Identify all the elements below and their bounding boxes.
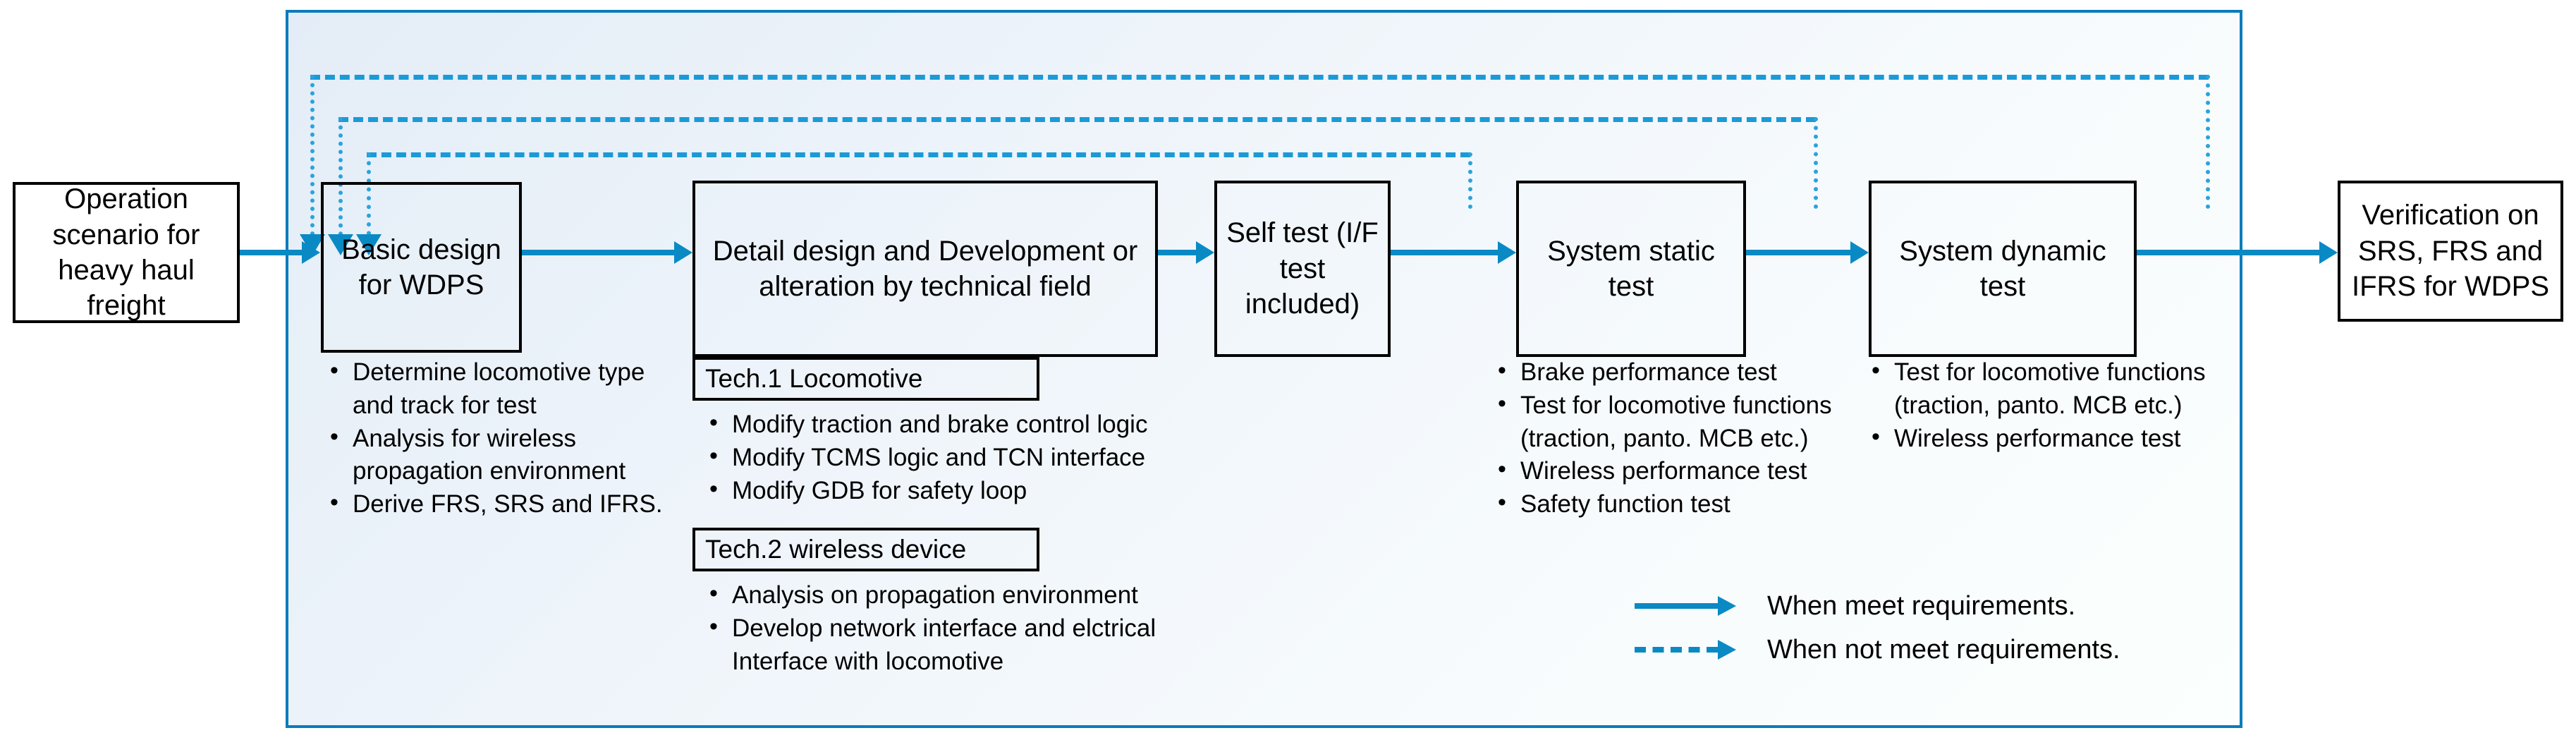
bullet-item: (traction, panto. MCB etc.): [1520, 424, 1809, 452]
process-box-system-static-test[interactable]: System static test: [1516, 181, 1746, 357]
feedback-line-static-riser: [1814, 117, 1818, 209]
feedback-line-selftest-riser: [1468, 152, 1472, 209]
bullet-list-tech1-locomotive: Modify traction and brake control logicM…: [705, 408, 1171, 508]
feedback-line-dynamic-riser: [2206, 75, 2210, 209]
bullet-item: (traction, panto. MCB etc.): [1894, 391, 2183, 419]
bullet-item: Modify TCMS logic and TCN interface: [705, 441, 1171, 474]
flow-arrow-basic-to-detail-line: [522, 250, 674, 255]
process-box-self-test-label: Self test (I/F test included): [1226, 217, 1379, 320]
feedback-line-static-drop: [338, 117, 343, 244]
feedback-arrowhead-static: [328, 234, 353, 255]
feedback-arrowhead-selftest: [356, 234, 381, 255]
process-box-verification-label: Verification on SRS, FRS and IFRS for WD…: [2351, 200, 2550, 303]
process-box-basic-design[interactable]: Basic design for WDPS: [321, 182, 522, 353]
feedback-line-dynamic-drop: [310, 75, 315, 244]
flow-arrow-selftest-to-static-head: [1498, 241, 1516, 264]
bullet-list-system-dynamic-test: Test for locomotive functions(traction, …: [1867, 356, 2241, 456]
process-box-system-dynamic-test[interactable]: System dynamic test: [1869, 181, 2137, 357]
bullet-item: Analysis for wireless: [326, 422, 678, 455]
flow-arrow-detail-to-selftest-head: [1196, 241, 1214, 264]
process-box-operation-scenario[interactable]: Operation scenario for heavy haul freigh…: [13, 182, 240, 323]
process-box-basic-design-label: Basic design for WDPS: [341, 234, 501, 301]
process-box-verification[interactable]: Verification on SRS, FRS and IFRS for WD…: [2338, 181, 2563, 322]
bullet-item: and track for test: [353, 391, 537, 419]
flow-arrow-dynamic-to-verification-head: [2319, 241, 2338, 264]
bullet-item: Interface with locomotive: [732, 647, 1004, 675]
process-box-operation-scenario-label: Operation scenario for heavy haul freigh…: [52, 183, 200, 322]
process-box-detail-design[interactable]: Detail design and Development or alterat…: [692, 181, 1158, 357]
bullet-item: Brake performance test: [1494, 356, 1860, 389]
flow-arrow-selftest-to-static-line: [1391, 250, 1498, 255]
flow-arrow-dynamic-to-verification-line: [2137, 250, 2319, 255]
bullet-item: Wireless performance test: [1867, 422, 2241, 455]
dashed-arrow-icon: [1635, 639, 1754, 660]
tech-label-box-locomotive-label: Tech.1 Locomotive: [705, 364, 923, 393]
bullet-item: Modify GDB for safety loop: [705, 474, 1171, 507]
bullet-list-system-static-test-items: Brake performance testTest for locomotiv…: [1494, 356, 1860, 521]
bullet-item: Derive FRS, SRS and IFRS.: [326, 487, 678, 521]
process-box-system-static-test-label: System static test: [1547, 235, 1715, 302]
bullet-item: Develop network interface and elctrical: [705, 612, 1199, 645]
legend-row-meet-requirements: When meet requirements.: [1635, 584, 2199, 628]
legend: When meet requirements. When not meet re…: [1635, 584, 2199, 672]
process-box-detail-design-label: Detail design and Development or alterat…: [712, 235, 1138, 302]
legend-row-not-meet-requirements: When not meet requirements.: [1635, 628, 2199, 672]
legend-label-meet-requirements: When meet requirements.: [1767, 590, 2076, 621]
solid-arrow-icon: [1635, 595, 1754, 617]
tech-label-box-wireless-device[interactable]: Tech.2 wireless device: [692, 528, 1039, 571]
legend-label-not-meet-requirements: When not meet requirements.: [1767, 634, 2120, 665]
bullet-item: propagation environment: [353, 457, 626, 485]
bullet-list-system-dynamic-test-items: Test for locomotive functions(traction, …: [1867, 356, 2241, 455]
process-box-self-test[interactable]: Self test (I/F test included): [1214, 181, 1391, 357]
tech-label-box-locomotive[interactable]: Tech.1 Locomotive: [692, 357, 1039, 401]
process-box-system-dynamic-test-label: System dynamic test: [1899, 235, 2106, 302]
flow-arrow-detail-to-selftest-line: [1158, 250, 1196, 255]
feedback-line-selftest-horizontal: [367, 152, 1470, 157]
flow-arrow-static-to-dynamic-head: [1850, 241, 1869, 264]
bullet-item: Test for locomotive functions: [1494, 389, 1860, 422]
feedback-line-static-horizontal: [338, 117, 1816, 122]
bullet-list-tech2-wireless-items: Analysis on propagation environmentDevel…: [705, 578, 1199, 677]
bullet-item: Safety function test: [1494, 487, 1860, 521]
feedback-line-selftest-drop: [367, 152, 371, 244]
bullet-item: Test for locomotive functions: [1867, 356, 2241, 389]
bullet-list-system-static-test: Brake performance testTest for locomotiv…: [1494, 356, 1860, 522]
tech-label-box-wireless-device-label: Tech.2 wireless device: [705, 535, 967, 564]
bullet-item: Determine locomotive type: [326, 356, 678, 389]
bullet-list-tech2-wireless: Analysis on propagation environmentDevel…: [705, 578, 1199, 679]
flow-arrow-basic-to-detail-head: [674, 241, 692, 264]
bullet-item: Wireless performance test: [1494, 454, 1860, 487]
bullet-list-tech1-locomotive-items: Modify traction and brake control logicM…: [705, 408, 1171, 507]
bullet-item: Analysis on propagation environment: [705, 578, 1199, 612]
bullet-item: Modify traction and brake control logic: [705, 408, 1171, 441]
flow-arrow-static-to-dynamic-line: [1746, 250, 1850, 255]
flow-arrow-operation-to-basic-line: [240, 250, 302, 255]
feedback-line-dynamic-horizontal: [310, 75, 2209, 80]
flow-arrow-operation-to-basic-head: [302, 241, 320, 264]
